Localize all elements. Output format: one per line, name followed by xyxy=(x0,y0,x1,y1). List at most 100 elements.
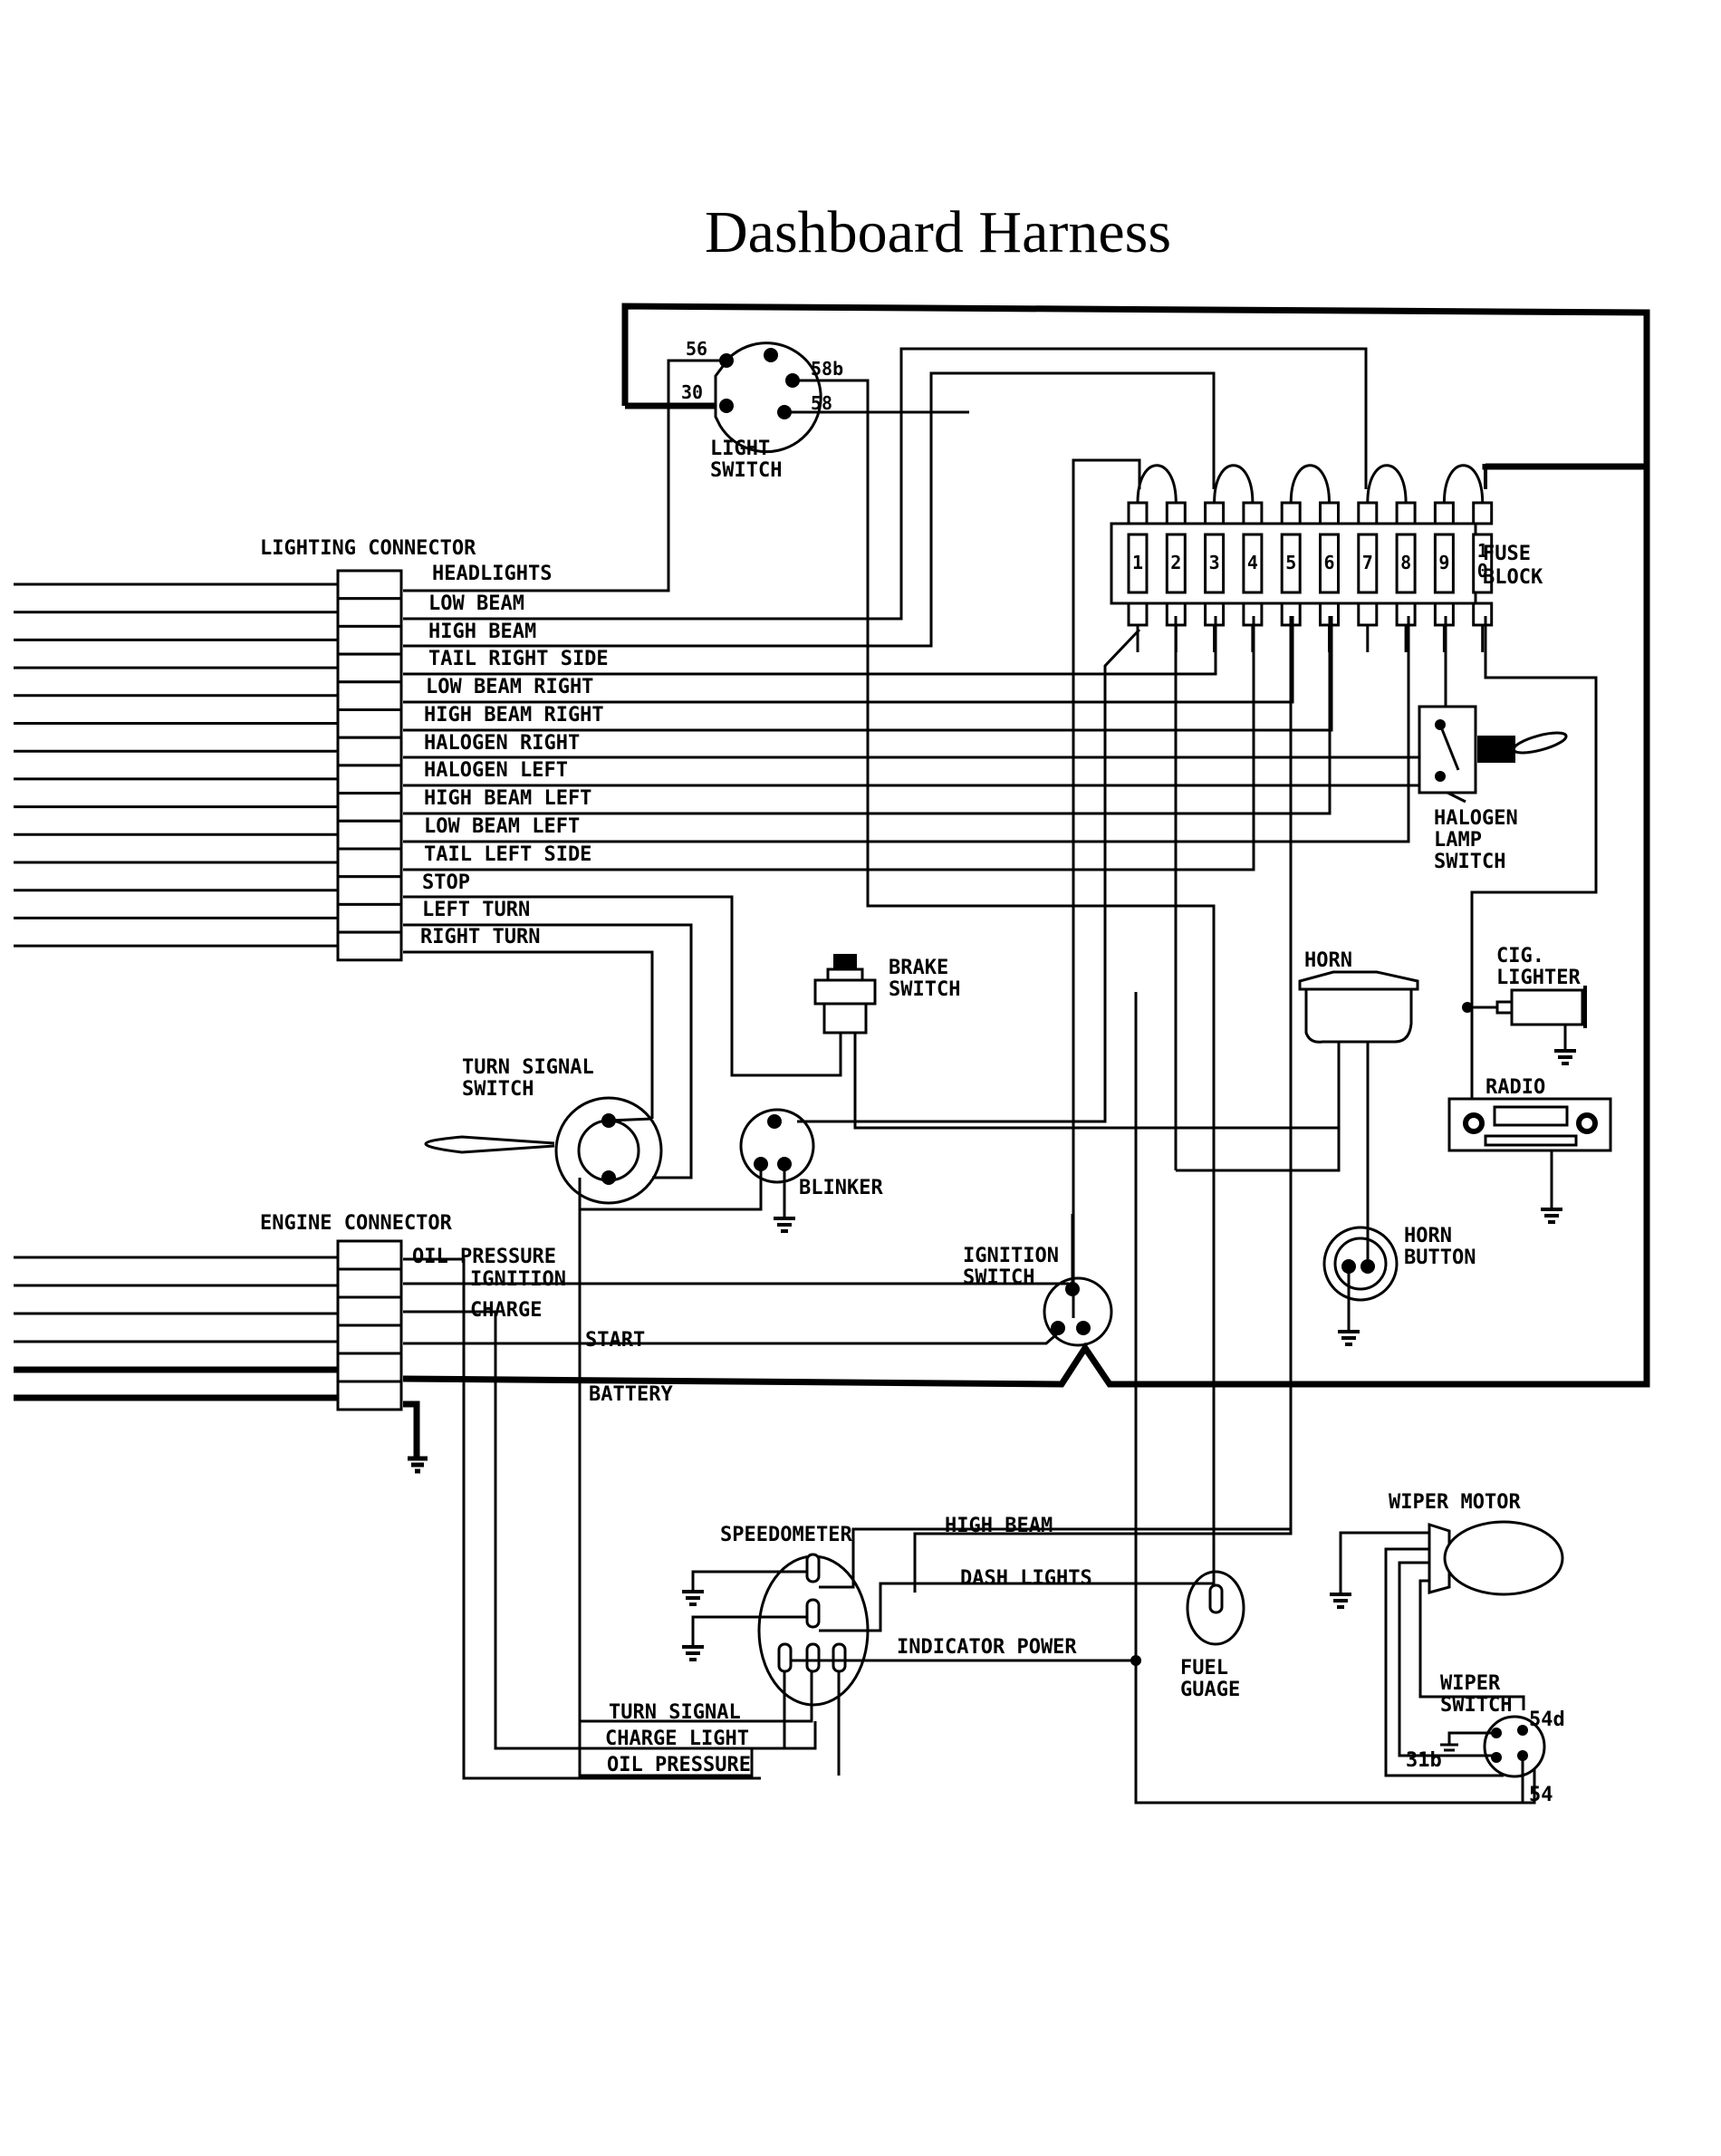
fuel-gauge-label-1: FUEL xyxy=(1180,1657,1228,1680)
wiper-switch[interactable]: WIPER SWITCH 54d 31b 54 xyxy=(1406,1672,1565,1806)
turn-signal-label-1: TURN SIGNAL xyxy=(462,1056,594,1079)
fuse-number: 7 xyxy=(1362,552,1373,573)
wire-label-oil-pressure: OIL PRESSURE xyxy=(607,1754,751,1776)
ground-icon xyxy=(408,1456,428,1474)
wiper-switch-label-2: SWITCH xyxy=(1440,1694,1512,1717)
brake-switch[interactable]: BRAKE SWITCH xyxy=(813,954,960,1035)
ground-icon xyxy=(1338,1330,1360,1346)
battery-main-loop xyxy=(402,303,1650,1388)
lc-cell xyxy=(336,847,403,879)
wiper-motor[interactable]: WIPER MOTOR xyxy=(1330,1491,1564,1777)
lc-pin-left-turn: LEFT TURN xyxy=(422,899,530,921)
terminal-54-label: 54 xyxy=(1529,1784,1553,1806)
fuse-8[interactable]: 8 xyxy=(1395,501,1417,652)
fuse-6[interactable]: 6 xyxy=(1319,501,1340,652)
fuse-4[interactable]: 4 xyxy=(1242,501,1264,652)
fuse-number: 8 xyxy=(1400,552,1411,573)
fuse-block-label-1: FUSE xyxy=(1483,543,1531,565)
engine-connector: ENGINE CONNECTOR OIL PRESSURE IGNITION C… xyxy=(14,1212,1069,1780)
terminal-56-label: 56 xyxy=(686,338,707,360)
fuse-7[interactable]: 7 xyxy=(1357,501,1379,652)
ec-cell xyxy=(336,1239,403,1271)
ec-pin-battery: BATTERY xyxy=(589,1383,673,1406)
terminal-30 xyxy=(719,399,734,413)
fuse-jumper xyxy=(1136,464,1178,504)
lc-cell xyxy=(336,930,403,962)
fuse-number: 4 xyxy=(1247,552,1258,573)
halogen-switch-label-2: LAMP xyxy=(1434,829,1482,852)
fuse-number: 6 xyxy=(1324,552,1335,573)
ec-pin-oil-pressure: OIL PRESSURE xyxy=(412,1246,556,1268)
ec-cell xyxy=(336,1352,403,1383)
terminal-58-label: 58 xyxy=(811,392,832,414)
fuse-9[interactable]: 9 xyxy=(1433,501,1455,652)
horn[interactable]: HORN xyxy=(1298,949,1419,1259)
ground-icon xyxy=(1554,1049,1576,1065)
lc-cell xyxy=(336,736,403,767)
turn-signal-switch[interactable]: TURN SIGNAL SWITCH xyxy=(424,1056,754,1777)
lighting-connector-label: LIGHTING CONNECTOR xyxy=(260,537,476,560)
lc-pin-low-beam: LOW BEAM xyxy=(428,592,524,615)
fuse-block-label-2: BLOCK xyxy=(1483,566,1543,589)
halogen-switch-label-1: HALOGEN xyxy=(1434,807,1518,830)
brake-switch-label-1: BRAKE xyxy=(889,957,948,979)
fuse-10[interactable]: 10 xyxy=(1472,501,1494,652)
ground-icon xyxy=(1541,1208,1562,1224)
ground-icon xyxy=(682,1645,704,1661)
fuse-jumper xyxy=(1289,464,1331,504)
terminal-54d-label: 54d xyxy=(1529,1708,1565,1731)
speedometer-label: SPEEDOMETER xyxy=(720,1524,852,1546)
engine-connector-label: ENGINE CONNECTOR xyxy=(260,1212,453,1235)
fuse-number: 9 xyxy=(1438,552,1449,573)
light-switch-label-1: LIGHT xyxy=(710,438,770,460)
turn-signal-lever-icon xyxy=(424,1135,555,1154)
fuel-gauge-label-2: GUAGE xyxy=(1180,1679,1240,1701)
cig-lighter[interactable]: CIG. LIGHTER xyxy=(1462,945,1587,1065)
speedometer[interactable]: SPEEDOMETER HIGH BEAM DASH LIGHTS INDICA… xyxy=(580,1515,1291,1776)
wire-label-indicator-power: INDICATOR POWER xyxy=(897,1636,1077,1659)
ignition-switch[interactable]: IGNITION SWITCH xyxy=(963,1214,1113,1347)
ground-icon xyxy=(682,1590,704,1606)
blinker[interactable]: BLINKER xyxy=(580,1108,883,1233)
lc-pin-halogen-left: HALOGEN LEFT xyxy=(424,759,568,782)
fuse-1[interactable]: 1 xyxy=(1127,501,1149,652)
light-switch-label-2: SWITCH xyxy=(710,459,782,482)
lc-cell xyxy=(336,569,403,601)
lc-cell xyxy=(336,764,403,795)
fuse-number: 0 xyxy=(1477,560,1488,582)
lc-cell xyxy=(336,652,403,684)
horn-button[interactable]: HORN BUTTON xyxy=(1322,1225,1476,1346)
fuse-2[interactable]: 2 xyxy=(1165,501,1187,652)
wire-label-turn-signal: TURN SIGNAL xyxy=(609,1701,741,1724)
turn-signal-label-2: SWITCH xyxy=(462,1078,534,1101)
toggle-lever-icon xyxy=(1512,731,1568,755)
ground-icon xyxy=(1440,1743,1458,1757)
fuse-jumper xyxy=(1213,464,1255,504)
lc-pin-high-beam: HIGH BEAM xyxy=(428,621,536,643)
ec-cell xyxy=(336,1267,403,1299)
brake-plunger-icon xyxy=(833,954,857,970)
brake-switch-label-2: SWITCH xyxy=(889,978,960,1001)
radio[interactable]: RADIO xyxy=(1447,1076,1612,1224)
ground-icon xyxy=(1330,1593,1351,1609)
cig-lighter-label-2: LIGHTER xyxy=(1496,967,1581,989)
ec-pin-ignition: IGNITION xyxy=(470,1268,566,1291)
fuel-gauge[interactable]: FUEL GUAGE xyxy=(1180,1570,1245,1701)
wire-label-dash-lights: DASH LIGHTS xyxy=(960,1567,1092,1590)
horn-button-label-2: BUTTON xyxy=(1404,1246,1476,1269)
halogen-lamp-switch[interactable]: HALOGEN LAMP SWITCH xyxy=(1418,705,1568,873)
bulb-high-beam xyxy=(805,1553,821,1583)
wiper-switch-label-1: WIPER xyxy=(1440,1672,1501,1695)
lc-pin-low-beam-left: LOW BEAM LEFT xyxy=(424,815,580,838)
lc-pin-high-beam-left: HIGH BEAM LEFT xyxy=(424,787,591,810)
ground-icon xyxy=(774,1217,795,1233)
lc-pin-low-beam-right: LOW BEAM RIGHT xyxy=(426,676,593,698)
terminal-30-label: 30 xyxy=(681,381,703,403)
lc-cell xyxy=(336,680,403,711)
cig-lighter-label-1: CIG. xyxy=(1496,945,1544,967)
wire-label-charge-light: CHARGE LIGHT xyxy=(605,1728,749,1750)
lc-cell xyxy=(336,792,403,823)
lc-cell xyxy=(336,875,403,906)
